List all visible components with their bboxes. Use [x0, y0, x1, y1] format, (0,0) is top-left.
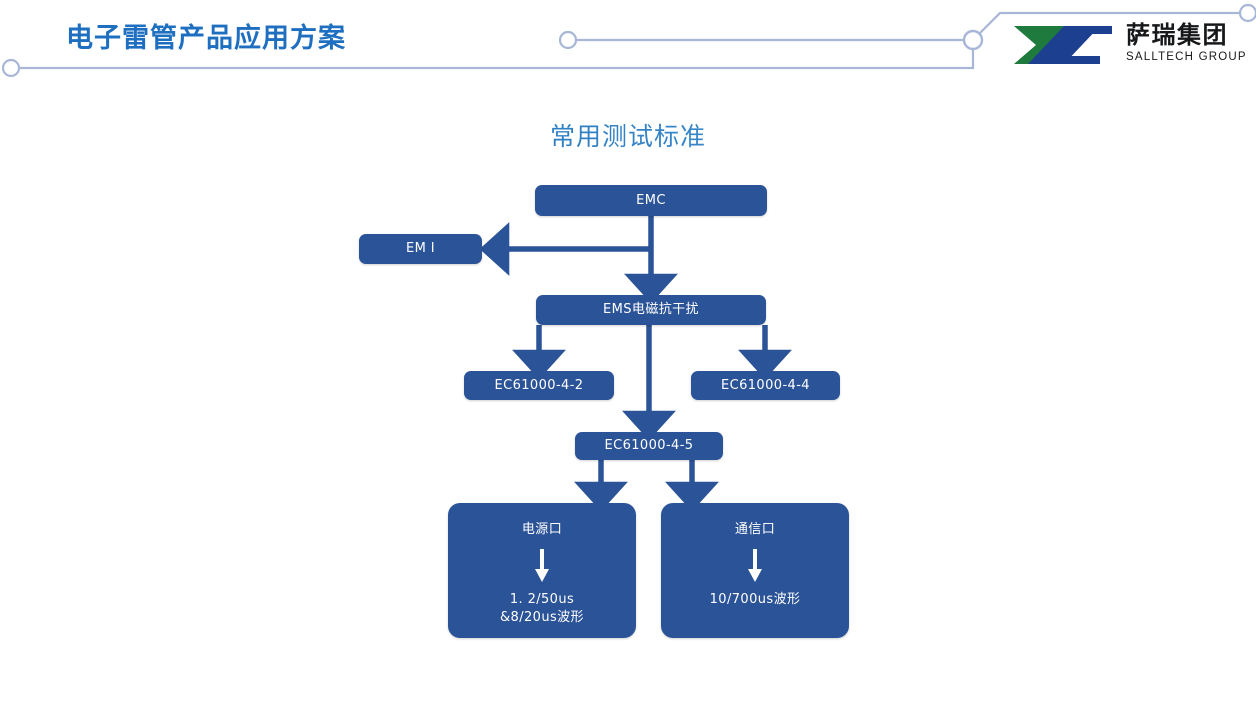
node-power-port-sub2: &8/20us波形	[500, 610, 584, 626]
salltech-logo-mark	[1014, 26, 1112, 64]
section-title: 常用测试标准	[0, 117, 1256, 153]
node-iec61000-4-5-label: EC61000-4-5	[604, 438, 694, 454]
node-comm-port[interactable]: 通信口 10/700us波形	[661, 503, 849, 638]
node-power-port-sub1: 1. 2/50us	[509, 591, 575, 607]
node-emc-label: EMC	[636, 192, 666, 208]
node-power-port[interactable]: 电源口 1. 2/50us &8/20us波形	[448, 503, 636, 638]
down-arrow-icon	[747, 548, 762, 583]
node-ems[interactable]: EMS电磁抗干扰	[536, 295, 766, 325]
logo-name-en: SALLTECH GROUP	[1126, 51, 1247, 63]
company-logo: 萨瑞集团 SALLTECH GROUP	[1008, 20, 1246, 70]
node-emi[interactable]: EM I	[359, 234, 482, 264]
node-iec61000-4-5[interactable]: EC61000-4-5	[575, 432, 723, 460]
node-iec61000-4-4[interactable]: EC61000-4-4	[691, 371, 840, 400]
node-power-port-label: 电源口	[521, 522, 563, 537]
node-comm-port-label: 通信口	[734, 522, 776, 537]
logo-wordmark: 萨瑞集团 SALLTECH GROUP	[1126, 20, 1246, 68]
node-emi-label: EM I	[406, 241, 435, 257]
logo-name-cn: 萨瑞集团	[1126, 21, 1228, 49]
node-iec61000-4-2[interactable]: EC61000-4-2	[464, 371, 614, 400]
down-arrow-icon	[534, 548, 549, 583]
slide-header: 电子雷管产品应用方案 萨瑞集团 SALLTECH GROUP	[0, 0, 1256, 92]
node-ems-label: EMS电磁抗干扰	[603, 302, 699, 318]
node-emc[interactable]: EMC	[535, 185, 767, 216]
node-iec61000-4-2-label: EC61000-4-2	[494, 377, 584, 393]
page-title: 电子雷管产品应用方案	[66, 23, 346, 53]
header-decoration-lines	[1, 3, 1256, 78]
node-iec61000-4-4-label: EC61000-4-4	[721, 377, 810, 393]
node-comm-port-sub1: 10/700us波形	[709, 591, 801, 607]
